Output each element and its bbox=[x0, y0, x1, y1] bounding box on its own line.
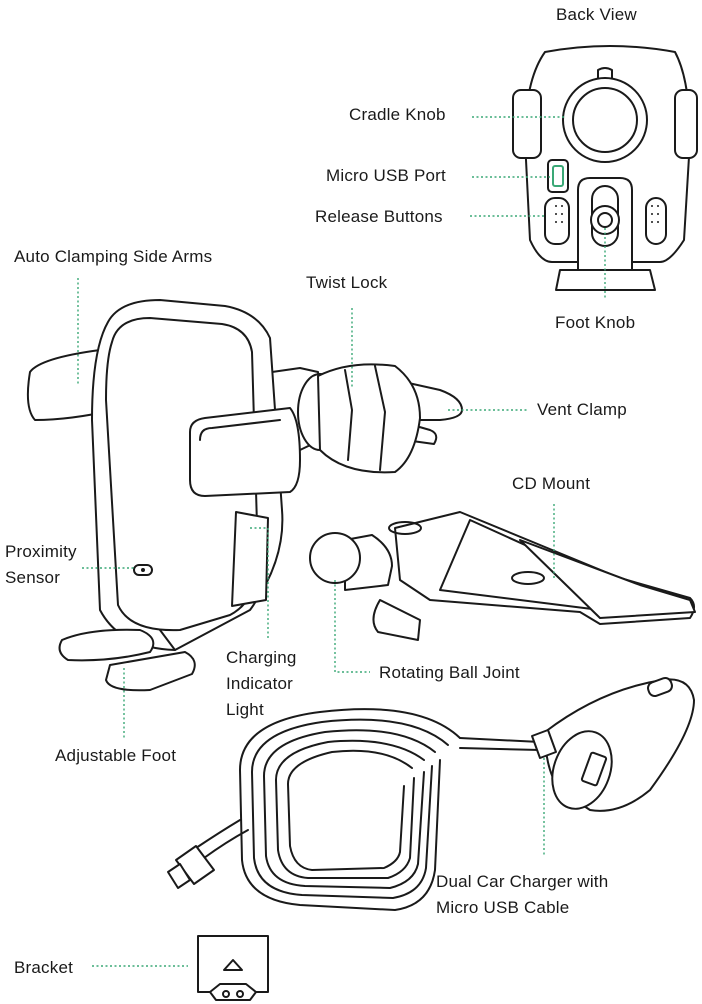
label-charging-line-1: Charging bbox=[226, 648, 297, 667]
label-car-charger-line-2: Micro USB Cable bbox=[436, 898, 570, 917]
cd-mount-illustration bbox=[309, 511, 696, 641]
label-adjustable-foot: Adjustable Foot bbox=[55, 746, 177, 765]
label-rotating-ball-joint: Rotating Ball Joint bbox=[379, 663, 520, 682]
leader-charging-indicator bbox=[250, 527, 269, 640]
holder-illustration bbox=[26, 299, 463, 692]
label-charging-line-2: Indicator bbox=[226, 674, 294, 693]
label-foot-knob: Foot Knob bbox=[555, 313, 636, 332]
label-proximity-line-1: Proximity bbox=[5, 542, 77, 561]
label-cradle-knob: Cradle Knob bbox=[349, 105, 446, 124]
leader-lines bbox=[77, 116, 606, 967]
label-micro-usb-port: Micro USB Port bbox=[326, 166, 446, 185]
label-cd-mount: CD Mount bbox=[512, 474, 591, 493]
label-vent-clamp: Vent Clamp bbox=[537, 400, 627, 419]
leader-rotating-ball-joint bbox=[334, 580, 370, 673]
label-bracket: Bracket bbox=[14, 958, 74, 977]
label-release-buttons: Release Buttons bbox=[315, 207, 443, 226]
label-auto-clamping-side-arms: Auto Clamping Side Arms bbox=[14, 247, 213, 266]
car-charger-illustration bbox=[167, 677, 695, 911]
back-view-title: Back View bbox=[556, 5, 637, 24]
bracket-illustration bbox=[197, 935, 269, 1001]
label-twist-lock: Twist Lock bbox=[306, 273, 388, 292]
label-proximity-line-2: Sensor bbox=[5, 568, 61, 587]
label-car-charger-line-1: Dual Car Charger with bbox=[436, 872, 609, 891]
back-view-illustration bbox=[512, 45, 698, 291]
label-charging-line-3: Light bbox=[226, 700, 264, 719]
